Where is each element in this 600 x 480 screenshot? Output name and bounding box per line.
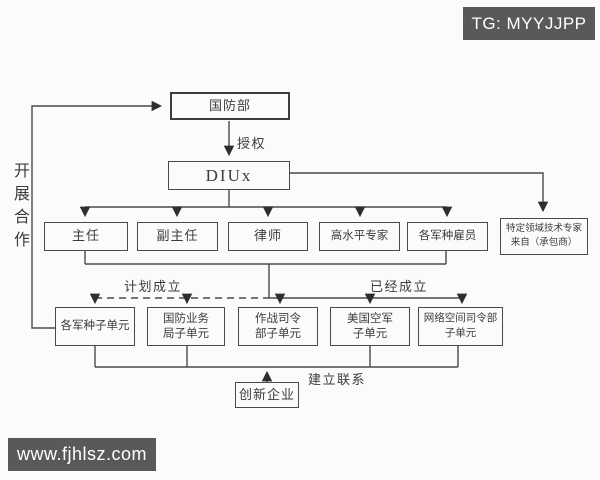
node-contractor-experts: 特定领域技术专家 来自（承包商） xyxy=(500,218,588,255)
node-label: 高水平专家 xyxy=(330,230,389,243)
edge-label-established: 已经成立 xyxy=(370,279,429,294)
node-service-subunit: 各军种子单元 xyxy=(55,307,135,346)
node-label: DIUx xyxy=(205,165,253,185)
website-watermark-badge: www.fjhlsz.com xyxy=(8,438,156,471)
node-label: 各军种子单元 xyxy=(60,320,130,333)
node-label: 副主任 xyxy=(156,228,199,244)
telegram-watermark-badge: TG: MYYJJPP xyxy=(463,7,595,40)
node-director: 主任 xyxy=(44,222,128,251)
node-label-line1: 特定领域技术专家 xyxy=(505,224,582,235)
node-label-line2: 局子单元 xyxy=(163,327,209,340)
node-label-line1: 作战司令 xyxy=(255,313,301,326)
node-diux: DIUx xyxy=(168,161,290,190)
node-label-line1: 国防业务 xyxy=(163,313,209,326)
node-label-line2: 子单元 xyxy=(444,327,477,339)
node-label-line2: 来自（承包商） xyxy=(510,237,578,248)
node-high-level-experts: 高水平专家 xyxy=(319,222,400,251)
node-label: 主任 xyxy=(71,228,100,244)
node-label-line1: 美国空军 xyxy=(347,313,393,326)
node-label: 创新企业 xyxy=(238,386,295,402)
node-innovation-enterprise: 创新企业 xyxy=(235,382,299,408)
node-service-employees: 各军种雇员 xyxy=(407,222,488,251)
node-us-air-force-subunit: 美国空军 子单元 xyxy=(330,307,410,346)
node-label: 国防部 xyxy=(208,97,251,113)
edge-label-planned: 计划成立 xyxy=(124,279,183,294)
node-defense-business-subunit: 国防业务 局子单元 xyxy=(147,307,225,346)
node-label-line1: 网络空间司令部 xyxy=(423,312,498,324)
node-ministry-of-defense: 国防部 xyxy=(170,92,290,120)
node-label-line2: 部子单元 xyxy=(255,327,301,340)
edge-label-build-contact: 建立联系 xyxy=(308,372,367,387)
edge-label-authorize: 授权 xyxy=(237,136,267,151)
node-label-line2: 子单元 xyxy=(352,327,388,340)
node-label: 律师 xyxy=(253,228,282,244)
node-cyber-command-subunit: 网络空间司令部 子单元 xyxy=(418,307,503,346)
node-lawyer: 律师 xyxy=(228,222,308,251)
node-combatant-command-subunit: 作战司令 部子单元 xyxy=(238,307,318,346)
edge-label-cooperation: 开展合作 xyxy=(11,162,28,254)
node-deputy-director: 副主任 xyxy=(137,222,218,251)
node-label: 各军种雇员 xyxy=(418,230,477,243)
